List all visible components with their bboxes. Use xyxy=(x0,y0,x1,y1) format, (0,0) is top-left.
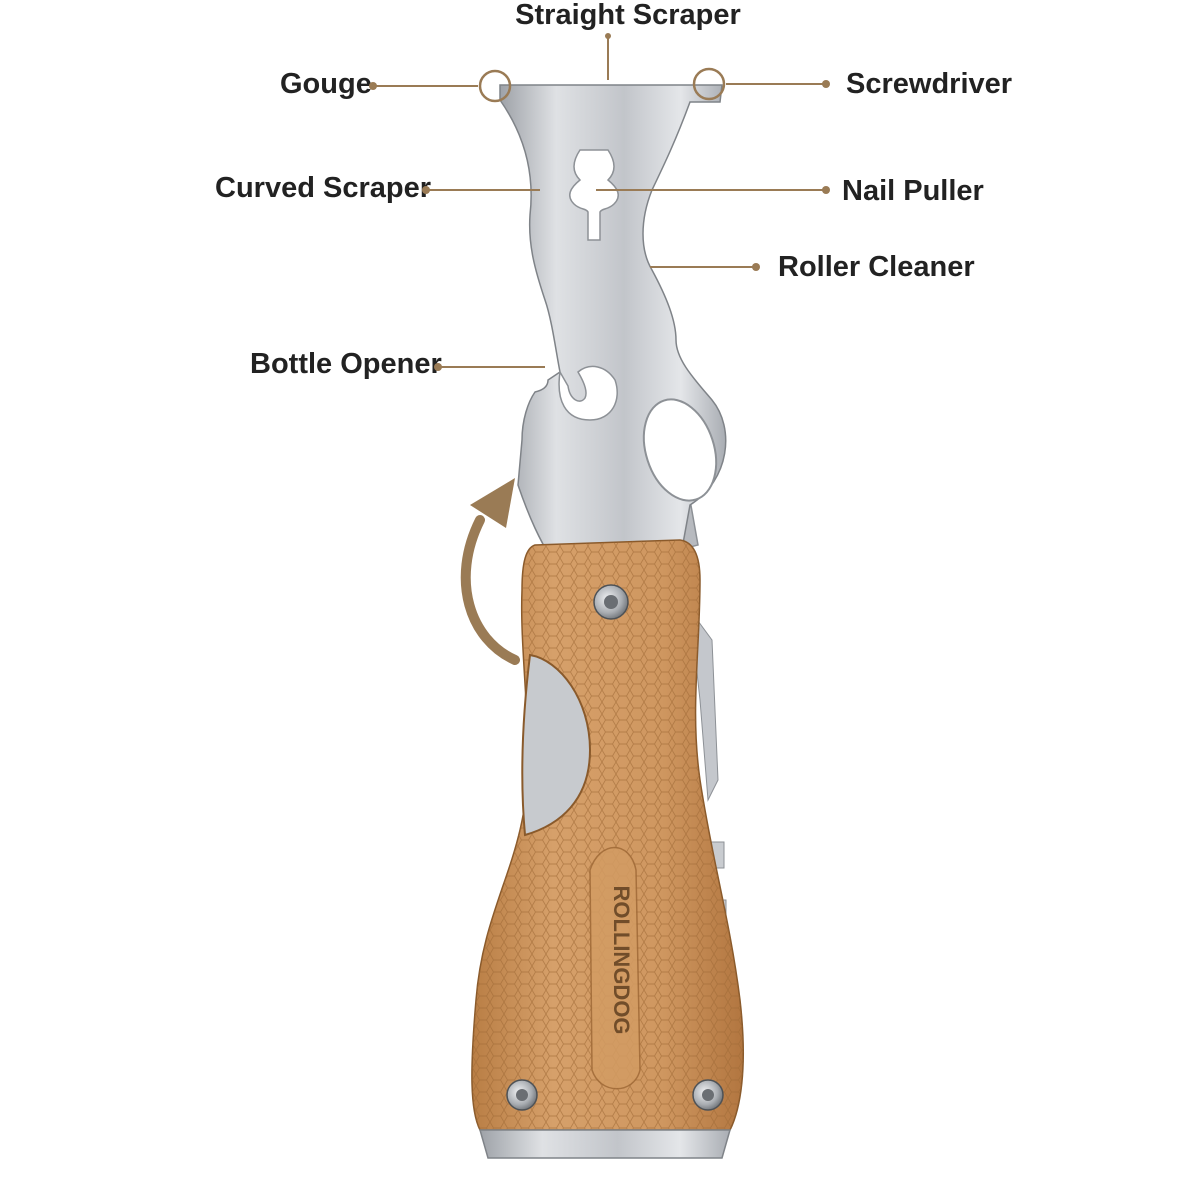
label-curved-scraper: Curved Scraper xyxy=(215,172,431,204)
screw-bottom-left xyxy=(506,1079,538,1111)
screw-top xyxy=(593,584,629,620)
callout-bottle-opener: Bottle Opener xyxy=(250,348,545,380)
label-straight-scraper: Straight Scraper xyxy=(515,0,741,31)
callout-gouge: Gouge xyxy=(280,68,512,103)
callout-roller-cleaner: Roller Cleaner xyxy=(650,251,975,283)
screw-bottom-right xyxy=(692,1079,724,1111)
label-gouge: Gouge xyxy=(280,68,372,100)
label-roller-cleaner: Roller Cleaner xyxy=(778,251,975,283)
callout-straight-scraper: Straight Scraper xyxy=(515,0,741,80)
callout-screwdriver: Screwdriver xyxy=(692,67,1012,101)
finger-cutout xyxy=(521,653,592,837)
label-screwdriver: Screwdriver xyxy=(846,68,1012,100)
logo-panel xyxy=(589,846,641,1090)
bottle-opener-notch xyxy=(558,365,618,421)
thumb-hole xyxy=(642,398,718,502)
tool-illustration: ROLLINGDOG xyxy=(471,84,744,1159)
callout-curved-scraper: Curved Scraper xyxy=(215,172,540,204)
callout-nail-puller: Nail Puller xyxy=(596,175,984,207)
nail-puller-slot xyxy=(569,149,619,241)
brand-logo: ROLLINGDOG xyxy=(609,885,634,1034)
label-nail-puller: Nail Puller xyxy=(842,175,984,207)
bottom-cap xyxy=(479,1129,731,1159)
label-bottle-opener: Bottle Opener xyxy=(250,348,442,380)
curved-arrow-icon xyxy=(460,478,520,665)
